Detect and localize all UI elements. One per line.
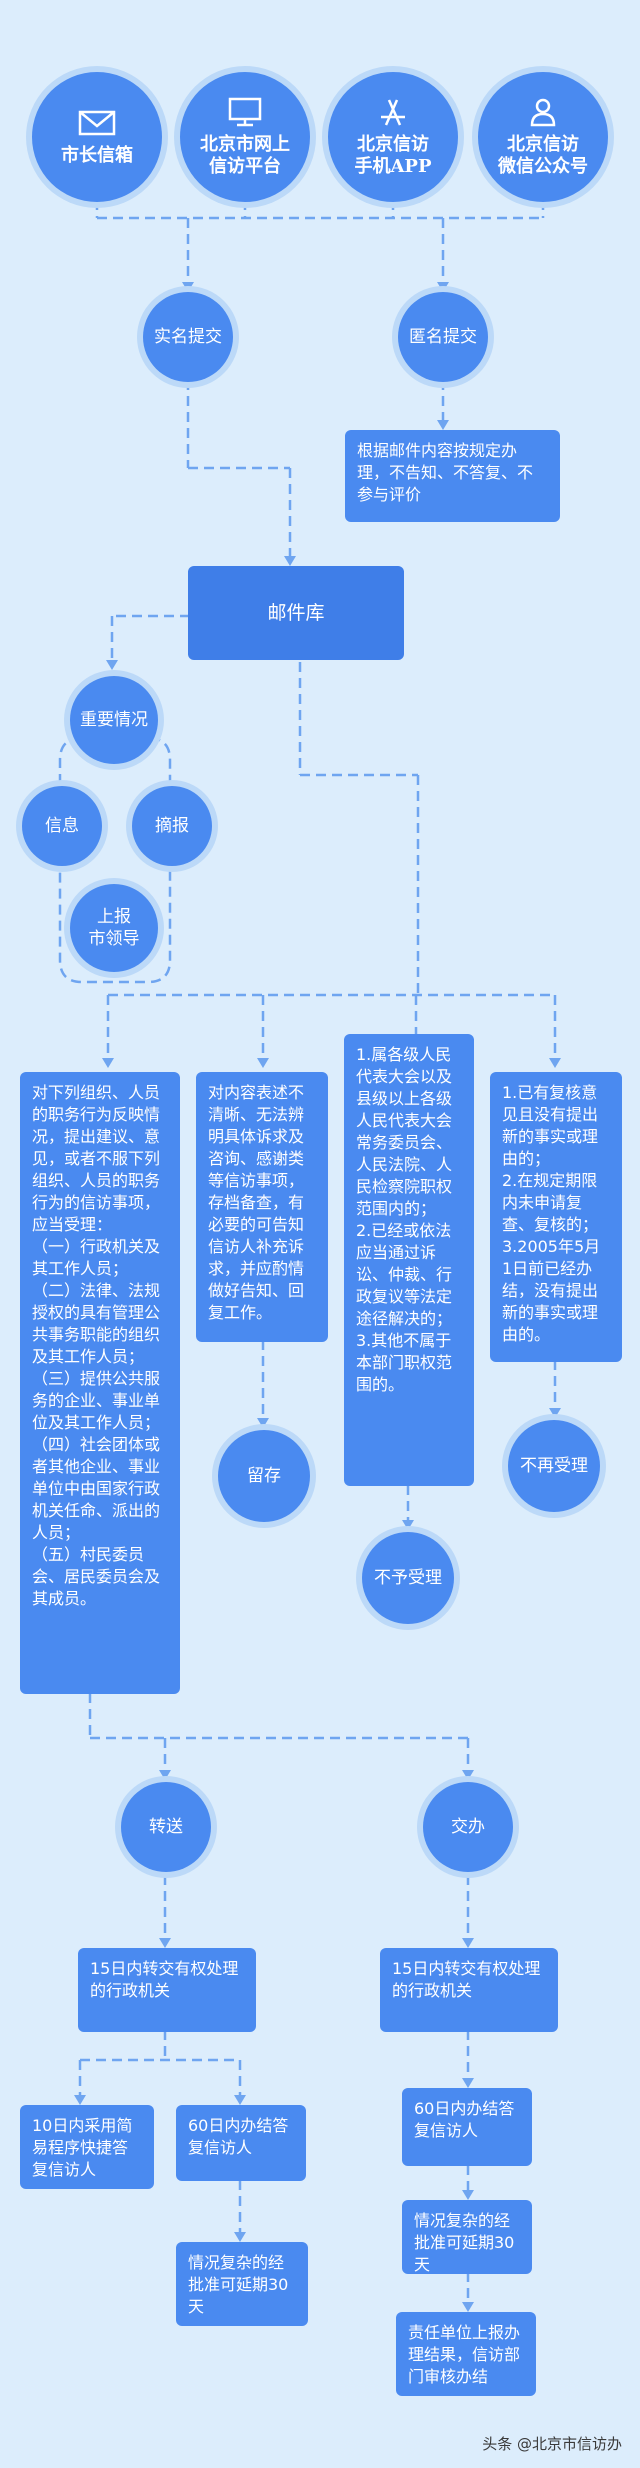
- keep-circle: 留存: [218, 1430, 310, 1522]
- anonymous-label: 匿名提交: [409, 327, 477, 347]
- monitor-icon: [228, 97, 262, 127]
- mailbox-label: 邮件库: [267, 602, 325, 624]
- no-accept-circle: 不再受理: [508, 1420, 600, 1512]
- keep-label: 留存: [247, 1466, 281, 1486]
- column-no-longer-accept: 1.已有复核意见且没有提出新的事实或理由的； 2.在规定期限内未申请复查、复核的…: [490, 1072, 622, 1362]
- no-accept-label: 不再受理: [520, 1456, 588, 1476]
- assign-review: 责任单位上报办理结果，信访部门审核办结: [396, 2312, 536, 2396]
- info-label: 信息: [45, 816, 79, 836]
- real-name-label: 实名提交: [154, 327, 222, 347]
- transfer-step1: 15日内转交有权处理的行政机关: [78, 1948, 256, 2032]
- assign-extend: 情况复杂的经批准可延期30天: [402, 2200, 532, 2274]
- channel-mayor-mailbox[interactable]: 市长信箱: [32, 72, 162, 202]
- excerpt-label: 摘报: [155, 816, 189, 836]
- channel-label: 市长信箱: [61, 145, 133, 166]
- report-leader-label: 上报 市领导: [88, 907, 140, 949]
- mailbox: 邮件库: [188, 566, 404, 660]
- assign-label: 交办: [451, 1817, 485, 1837]
- channel-label: 北京信访 微信公众号: [498, 134, 588, 177]
- column-not-accept: 1.属各级人民代表大会以及县级以上各级人民代表大会常务委员会、人民法院、人民检察…: [344, 1034, 474, 1486]
- envelope-icon: [78, 110, 116, 136]
- assign-step1: 15日内转交有权处理的行政机关: [380, 1948, 558, 2032]
- anonymous-note: 根据邮件内容按规定办理，不告知、不答复、不参与评价: [345, 430, 560, 522]
- important-label: 重要情况: [80, 710, 148, 730]
- excerpt-circle: 摘报: [132, 786, 212, 866]
- assign-circle: 交办: [423, 1782, 513, 1872]
- channel-mobile-app[interactable]: 北京信访 手机APP: [328, 72, 458, 202]
- assign-reply60: 60日内办结答复信访人: [402, 2088, 532, 2166]
- channel-wechat-account[interactable]: 北京信访 微信公众号: [478, 72, 608, 202]
- anonymous-submit[interactable]: 匿名提交: [398, 292, 488, 382]
- channel-label: 北京信访 手机APP: [354, 134, 432, 177]
- channel-online-platform[interactable]: 北京市网上 信访平台: [180, 72, 310, 202]
- transfer-label: 转送: [149, 1817, 183, 1837]
- transfer-extend: 情况复杂的经批准可延期30天: [176, 2242, 308, 2326]
- real-name-submit[interactable]: 实名提交: [143, 292, 233, 382]
- transfer-simple: 10日内采用简易程序快捷答复信访人: [20, 2105, 154, 2189]
- users-icon: [530, 98, 556, 127]
- transfer-reply60: 60日内办结答复信访人: [176, 2105, 306, 2181]
- column-accept: 对下列组织、人员的职务行为反映情况，提出建议、意见，或者不服下列组织、人员的职务…: [20, 1072, 180, 1694]
- watermark: 头条 @北京市信访办: [482, 2435, 622, 2453]
- channel-label: 北京市网上 信访平台: [200, 134, 290, 177]
- info-circle: 信息: [22, 786, 102, 866]
- important-circle: 重要情况: [70, 676, 158, 764]
- app-store-icon: [381, 99, 405, 126]
- reject-circle: 不予受理: [362, 1532, 454, 1624]
- transfer-circle: 转送: [121, 1782, 211, 1872]
- reject-label: 不予受理: [374, 1568, 442, 1588]
- report-leader-circle: 上报 市领导: [70, 884, 158, 972]
- column-archive: 对内容表述不清晰、无法辨明具体诉求及咨询、感谢类等信访事项，存档备查，有必要的可…: [196, 1072, 328, 1342]
